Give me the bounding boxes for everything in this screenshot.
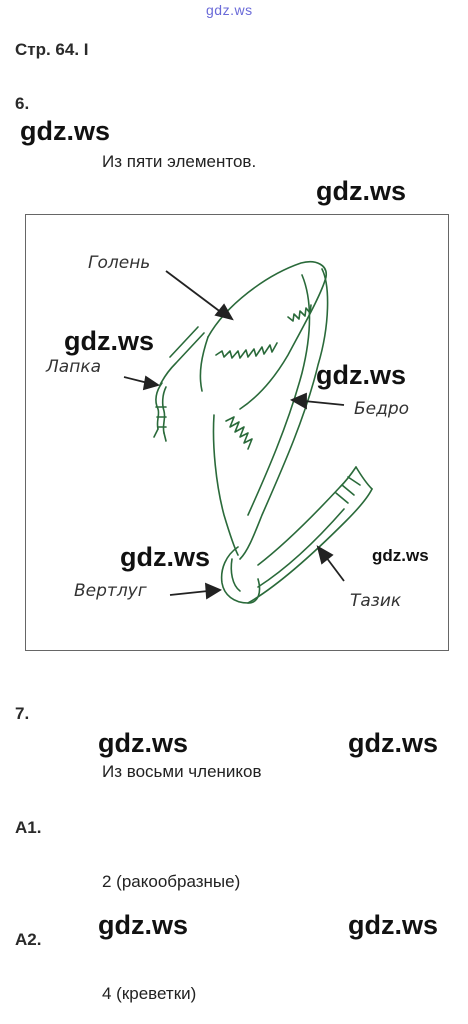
insect-leg-figure: Голень Лапка Бедро Вертлуг Тазик: [25, 214, 449, 651]
question-7-answer: Из восьми члеников: [102, 762, 262, 781]
trochanter-outline: [220, 546, 261, 604]
watermark: gdz.ws: [348, 728, 439, 758]
watermark: gdz.ws: [316, 176, 407, 206]
tarsus-segment-2-inner: [161, 386, 167, 434]
trochanter-inner: [230, 558, 241, 592]
watermark: gdz.ws: [372, 546, 429, 565]
tarsus-arrow: [123, 376, 149, 384]
tarsus-arrowhead: [142, 375, 161, 391]
trochanter-arrow: [169, 590, 209, 596]
a2-number: А2.: [15, 930, 42, 949]
coxa-arrowhead: [316, 545, 334, 565]
femur-arrow: [303, 400, 345, 406]
insect-leg-drawing: [123, 261, 373, 604]
page-ref-heading: Стр. 64. I: [15, 40, 89, 59]
leg-outline: [153, 261, 373, 604]
question-6-answer: Из пяти элементов.: [102, 152, 257, 171]
tarsus-segment-1-inner: [169, 326, 199, 358]
femur-outer: [239, 268, 329, 560]
femur-inner: [247, 274, 311, 516]
shin-arrow: [165, 270, 223, 314]
label-femur: Бедро: [354, 399, 410, 419]
label-trochanter: Вертлуг: [74, 581, 147, 601]
tarsus-claws: [153, 428, 167, 442]
tarsus-segment-2: [155, 382, 163, 430]
shin-outline: [207, 261, 327, 410]
femur-arrowhead: [289, 392, 307, 410]
femur-lower-edge: [212, 414, 239, 556]
watermark: gdz.ws: [98, 728, 189, 758]
watermark: gdz.ws: [98, 910, 189, 940]
coxa-stripes: [335, 476, 361, 504]
label-tarsus: Лапка: [46, 357, 102, 377]
femur-spines: [225, 416, 253, 450]
coxa-end: [355, 466, 373, 490]
watermark: gdz.ws: [120, 542, 211, 572]
coxa-lower: [247, 488, 373, 604]
watermark: gdz.ws: [316, 360, 407, 390]
watermark: gdz.ws: [20, 116, 111, 146]
a1-number: А1.: [15, 818, 42, 837]
shin-arrowhead: [214, 303, 234, 321]
label-shin: Голень: [88, 253, 151, 273]
coxa-upper: [257, 466, 357, 566]
a1-answer: 2 (ракообразные): [102, 872, 241, 891]
tarsus-joints: [155, 406, 167, 428]
question-6-number: 6.: [15, 94, 30, 113]
coxa-arrow: [325, 556, 345, 582]
coxa-mid: [257, 508, 345, 588]
watermark: gdz.ws: [348, 910, 439, 940]
shin-back: [199, 336, 209, 392]
tarsus-segment-1: [159, 332, 205, 386]
shin-serration: [215, 342, 278, 359]
label-arrows: [123, 270, 345, 600]
top-watermark: gdz.ws: [206, 2, 253, 18]
a2-answer: 4 (креветки): [102, 984, 197, 1003]
question-7-number: 7.: [15, 704, 30, 723]
trochanter-arrowhead: [204, 582, 222, 600]
label-coxa: Тазик: [350, 591, 402, 611]
watermark: gdz.ws: [64, 326, 155, 356]
shin-spines: [287, 304, 312, 322]
